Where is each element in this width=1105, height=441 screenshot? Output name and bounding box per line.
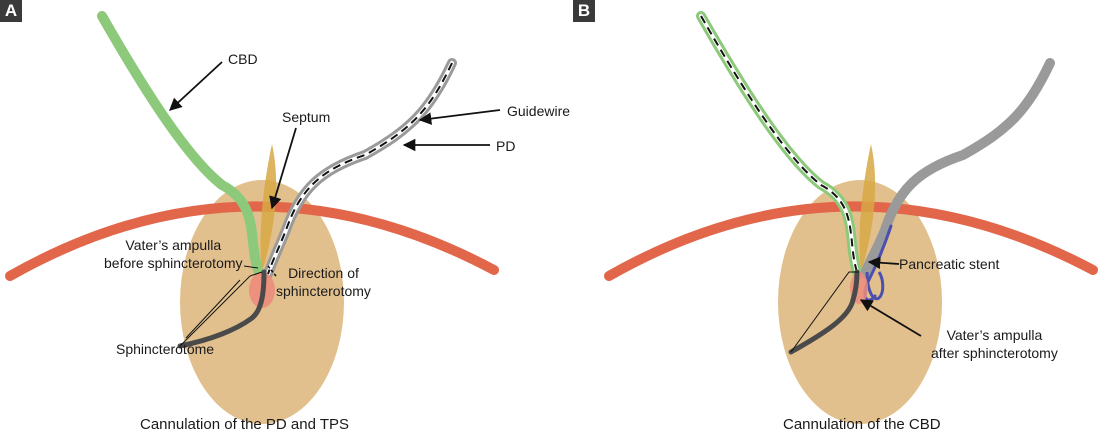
guidewire <box>267 62 453 275</box>
panel-b-illustration <box>604 11 1098 424</box>
caption-panel-b: Cannulation of the CBD <box>783 416 941 433</box>
cbd-arrow <box>169 61 223 111</box>
stent-arrow <box>867 256 900 270</box>
caption-panel-a: Cannulation of the PD and TPS <box>140 416 350 433</box>
label-pancreatic-stent: Pancreatic stent <box>899 256 1000 272</box>
duodenal-wall <box>5 201 499 281</box>
sphincterotome-pointer <box>185 279 241 339</box>
sphincterotome <box>788 269 860 355</box>
label-ampulla-after: Vater’s ampulla after sphincterotomy <box>931 326 1058 362</box>
ampulla-after-arrow <box>859 299 922 337</box>
label-ampulla-before-line2: before sphincterotomy <box>104 255 243 271</box>
duodenal-wall <box>604 201 1098 281</box>
label-direction-line2: sphincterotomy <box>276 283 371 299</box>
septum <box>859 144 876 272</box>
label-direction-line1: Direction of <box>288 265 359 281</box>
label-sphincterotome: Sphincterotome <box>116 341 215 357</box>
cutting-wire <box>790 271 859 353</box>
panel-b: B Pancreatic stent Vater’s ampulla after… <box>553 0 1105 441</box>
label-direction: Direction of sphincterotomy <box>276 264 371 300</box>
ampulla-pointer-line <box>243 265 259 269</box>
panel-a-illustration <box>5 11 501 424</box>
label-ampulla-after-line2: after sphincterotomy <box>931 345 1058 361</box>
label-ampulla-after-line1: Vater’s ampulla <box>946 327 1043 343</box>
panel-divider <box>551 0 553 441</box>
label-guidewire: Guidewire <box>507 103 571 119</box>
septum <box>260 144 277 272</box>
label-pd: PD <box>496 138 516 154</box>
septum-arrow <box>269 127 297 210</box>
label-ampulla-before-line1: Vater’s ampulla <box>125 237 222 253</box>
guidewire <box>700 15 858 273</box>
sphincterotome <box>177 269 267 349</box>
panel-b-badge: B <box>573 0 595 22</box>
label-septum: Septum <box>282 109 331 125</box>
cutting-wire <box>179 271 263 347</box>
panel-a: A CBD Septum <box>0 0 570 441</box>
panel-a-badge: A <box>0 0 22 22</box>
pancreatic-duct <box>860 58 1055 279</box>
label-ampulla-before: Vater’s ampulla before sphincterotomy <box>104 236 243 272</box>
pancreatic-stent-pigtail <box>865 271 885 301</box>
common-bile-duct <box>97 11 263 275</box>
guidewire-arrow <box>418 109 501 125</box>
label-cbd: CBD <box>228 51 258 67</box>
direction-marker <box>267 265 277 277</box>
